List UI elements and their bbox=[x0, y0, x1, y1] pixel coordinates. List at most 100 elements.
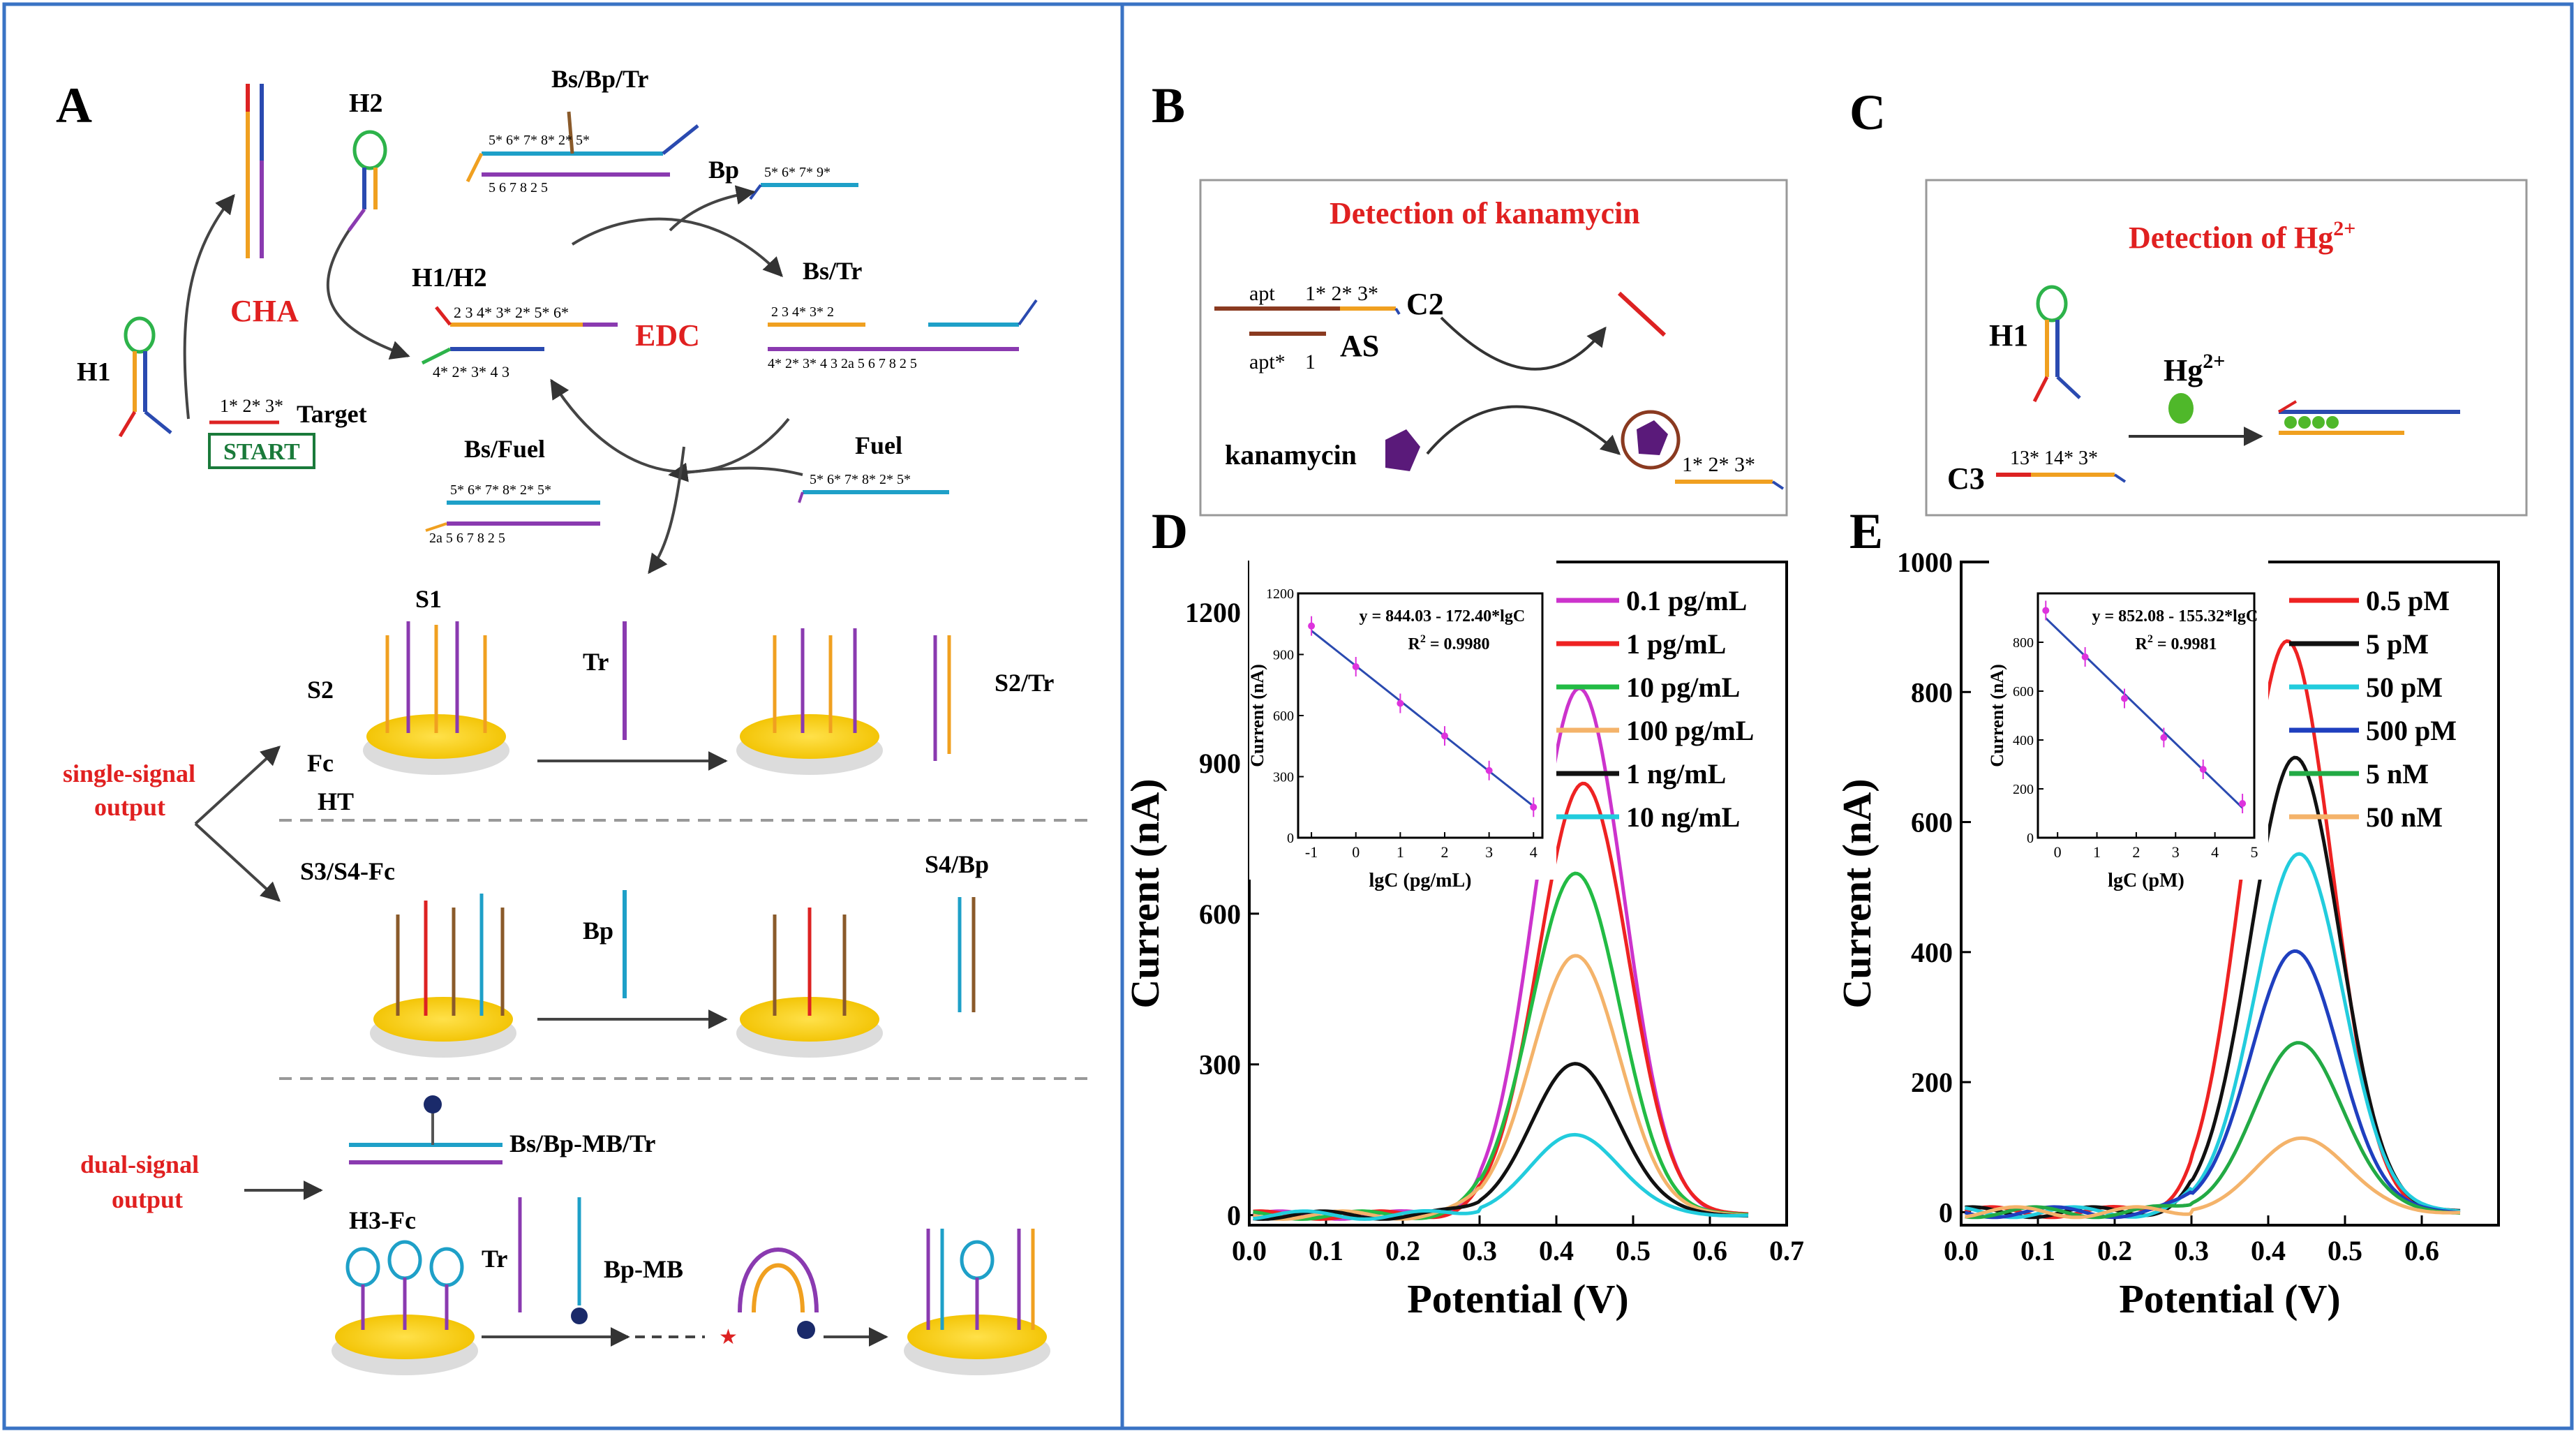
y-tick-label: 300 bbox=[1199, 1049, 1241, 1081]
bs-tr-bottom-seq: 4* 2* 3* 4 3 2a 5 6 7 8 2 5 bbox=[768, 356, 917, 371]
single-signal-row-2: S3/S4-Fc Bp S4/Bp bbox=[300, 850, 989, 1058]
hg-ion bbox=[2168, 393, 2194, 424]
panel-b-title: Detection of kanamycin bbox=[1330, 196, 1640, 230]
inset-y-tick-label: 600 bbox=[1273, 709, 1294, 724]
y-tick-label: 200 bbox=[1911, 1067, 1953, 1098]
single-signal-label-2: output bbox=[94, 793, 165, 821]
inset-r2-sup: 2 bbox=[1420, 633, 1426, 645]
legend-label: 0.5 pM bbox=[2366, 585, 2450, 616]
x-axis-label: Potential (V) bbox=[1407, 1276, 1628, 1322]
legend-label: 5 pM bbox=[2366, 628, 2429, 660]
x-tick-label: 0.1 bbox=[2020, 1235, 2055, 1266]
inset-y-tick-label: 200 bbox=[2013, 782, 2034, 797]
tr-label: Tr bbox=[583, 648, 609, 676]
inset-point bbox=[1352, 663, 1360, 670]
dual-signal-label-2: output bbox=[112, 1185, 183, 1213]
bs-tr-label: Bs/Tr bbox=[803, 257, 862, 285]
inset-r2-value: = 0.9980 bbox=[1426, 635, 1490, 653]
inset-r2: R2 = 0.9980 bbox=[1408, 633, 1490, 653]
x-tick-label: 0.3 bbox=[2174, 1235, 2209, 1266]
s2tr-label: S2/Tr bbox=[995, 669, 1054, 697]
fuel-strand: Fuel 5* 6* 7* 8* 2* 5* bbox=[798, 431, 949, 503]
legend-label: 50 nM bbox=[2366, 801, 2443, 833]
inset-x-tick-label: -1 bbox=[1305, 843, 1318, 861]
x-tick-label: 0.2 bbox=[1385, 1235, 1420, 1266]
inset-x-tick-label: 4 bbox=[2211, 843, 2219, 861]
inset-y-tick-label: 400 bbox=[2013, 733, 2034, 748]
h3fc-label: H3-Fc bbox=[349, 1206, 416, 1234]
y-tick-label: 600 bbox=[1199, 898, 1241, 930]
legend-label: 1 pg/mL bbox=[1626, 628, 1726, 660]
h1h2-bottom-seq: 4* 2* 3* 4 3 bbox=[433, 363, 509, 380]
tr2-label: Tr bbox=[482, 1245, 507, 1273]
inset-bg bbox=[1989, 558, 2268, 880]
inset-y-tick-label: 800 bbox=[2013, 635, 2034, 651]
legend-label: 10 pg/mL bbox=[1626, 672, 1740, 703]
h1-hairpin: H1 bbox=[77, 316, 172, 438]
fc-star: ★ bbox=[719, 1326, 738, 1349]
bs-bp-tr-complex: Bs/Bp/Tr 5* 6* 7* 8* 2* 5* 5 6 7 8 2 5 bbox=[466, 65, 699, 195]
bp2-label: Bp bbox=[583, 917, 613, 945]
h1-label: H1 bbox=[77, 357, 111, 387]
inset-r2-value: = 0.9981 bbox=[2153, 635, 2217, 653]
dual-signal-label-1: dual-signal bbox=[80, 1150, 199, 1178]
inset-fit-line bbox=[2045, 617, 2244, 809]
c2-label: C2 bbox=[1406, 287, 1444, 321]
inset-r2-r: R bbox=[2136, 635, 2148, 653]
inset-y-tick-label: 1200 bbox=[1266, 586, 1294, 602]
inset-x-axis-label: lgC (pM) bbox=[2108, 870, 2184, 891]
legend-label: 1 ng/mL bbox=[1626, 758, 1726, 790]
panel-label-b: B bbox=[1152, 77, 1185, 133]
y-tick-label: 600 bbox=[1911, 807, 1953, 838]
series-curve-3 bbox=[1964, 949, 2461, 1220]
x-tick-label: 0.4 bbox=[2251, 1235, 2286, 1266]
panel-c-h1-label: H1 bbox=[1989, 318, 2028, 353]
target-label: Target bbox=[297, 400, 367, 428]
cha-label: CHA bbox=[230, 294, 299, 328]
y-axis-label: Current (nA) bbox=[1834, 778, 1879, 1008]
x-axis-label: Potential (V) bbox=[2119, 1276, 2340, 1322]
start-box bbox=[208, 433, 315, 469]
inset-r2-sup: 2 bbox=[2147, 633, 2153, 645]
h2-hairpin: H2 bbox=[347, 89, 387, 232]
x-tick-label: 0.0 bbox=[1232, 1235, 1267, 1266]
inset-y-axis-label: Current (nA) bbox=[1987, 664, 2007, 767]
fc-label: Fc bbox=[307, 749, 334, 777]
kanamycin-molecule bbox=[1385, 429, 1420, 471]
kanamycin-label: kanamycin bbox=[1225, 439, 1357, 471]
inset-point bbox=[2160, 734, 2168, 741]
inset-x-tick-label: 0 bbox=[1352, 843, 1360, 861]
series-curve-5 bbox=[1965, 1136, 2461, 1220]
apt-label: apt bbox=[1249, 282, 1275, 305]
inset-y-tick-label: 0 bbox=[1287, 831, 1294, 846]
inset-y-tick-label: 300 bbox=[1273, 770, 1294, 785]
inset-point bbox=[1397, 700, 1404, 707]
bs-tr-complex: Bs/Tr 2 3 4* 3* 2 4* 2* 3* 4 3 2a 5 6 7 … bbox=[768, 257, 1038, 371]
x-tick-label: 0.4 bbox=[1539, 1235, 1574, 1266]
y-tick-label: 400 bbox=[1911, 937, 1953, 968]
inset-bg bbox=[1249, 558, 1556, 880]
legend-label: 10 ng/mL bbox=[1626, 801, 1740, 833]
cha-intermediate-duplex bbox=[246, 84, 264, 258]
start-label: START bbox=[223, 439, 300, 465]
panel-label-d: D bbox=[1152, 503, 1188, 559]
legend-label: 0.1 pg/mL bbox=[1626, 585, 1747, 616]
x-tick-label: 0.7 bbox=[1769, 1235, 1804, 1266]
y-tick-label: 1200 bbox=[1185, 597, 1241, 628]
s2-label: S2 bbox=[307, 676, 334, 704]
inset-y-tick-label: 900 bbox=[1273, 648, 1294, 663]
panel-label-c: C bbox=[1849, 84, 1886, 140]
out-seq: 1* 2* 3* bbox=[1682, 453, 1755, 476]
panel-c-box bbox=[1925, 179, 2528, 517]
dual-signal-row: dual-signal output Bs/Bp-MB/Tr H3-Fc Tr … bbox=[80, 1095, 1050, 1375]
inset-point bbox=[1530, 804, 1538, 811]
hg-duplex-product bbox=[2277, 400, 2460, 435]
inset-point bbox=[2239, 800, 2247, 807]
as-label: AS bbox=[1340, 329, 1379, 363]
c3-label: C3 bbox=[1947, 461, 1985, 496]
inset-y-tick-label: 600 bbox=[2013, 684, 2034, 700]
panel-label-e: E bbox=[1849, 503, 1883, 559]
